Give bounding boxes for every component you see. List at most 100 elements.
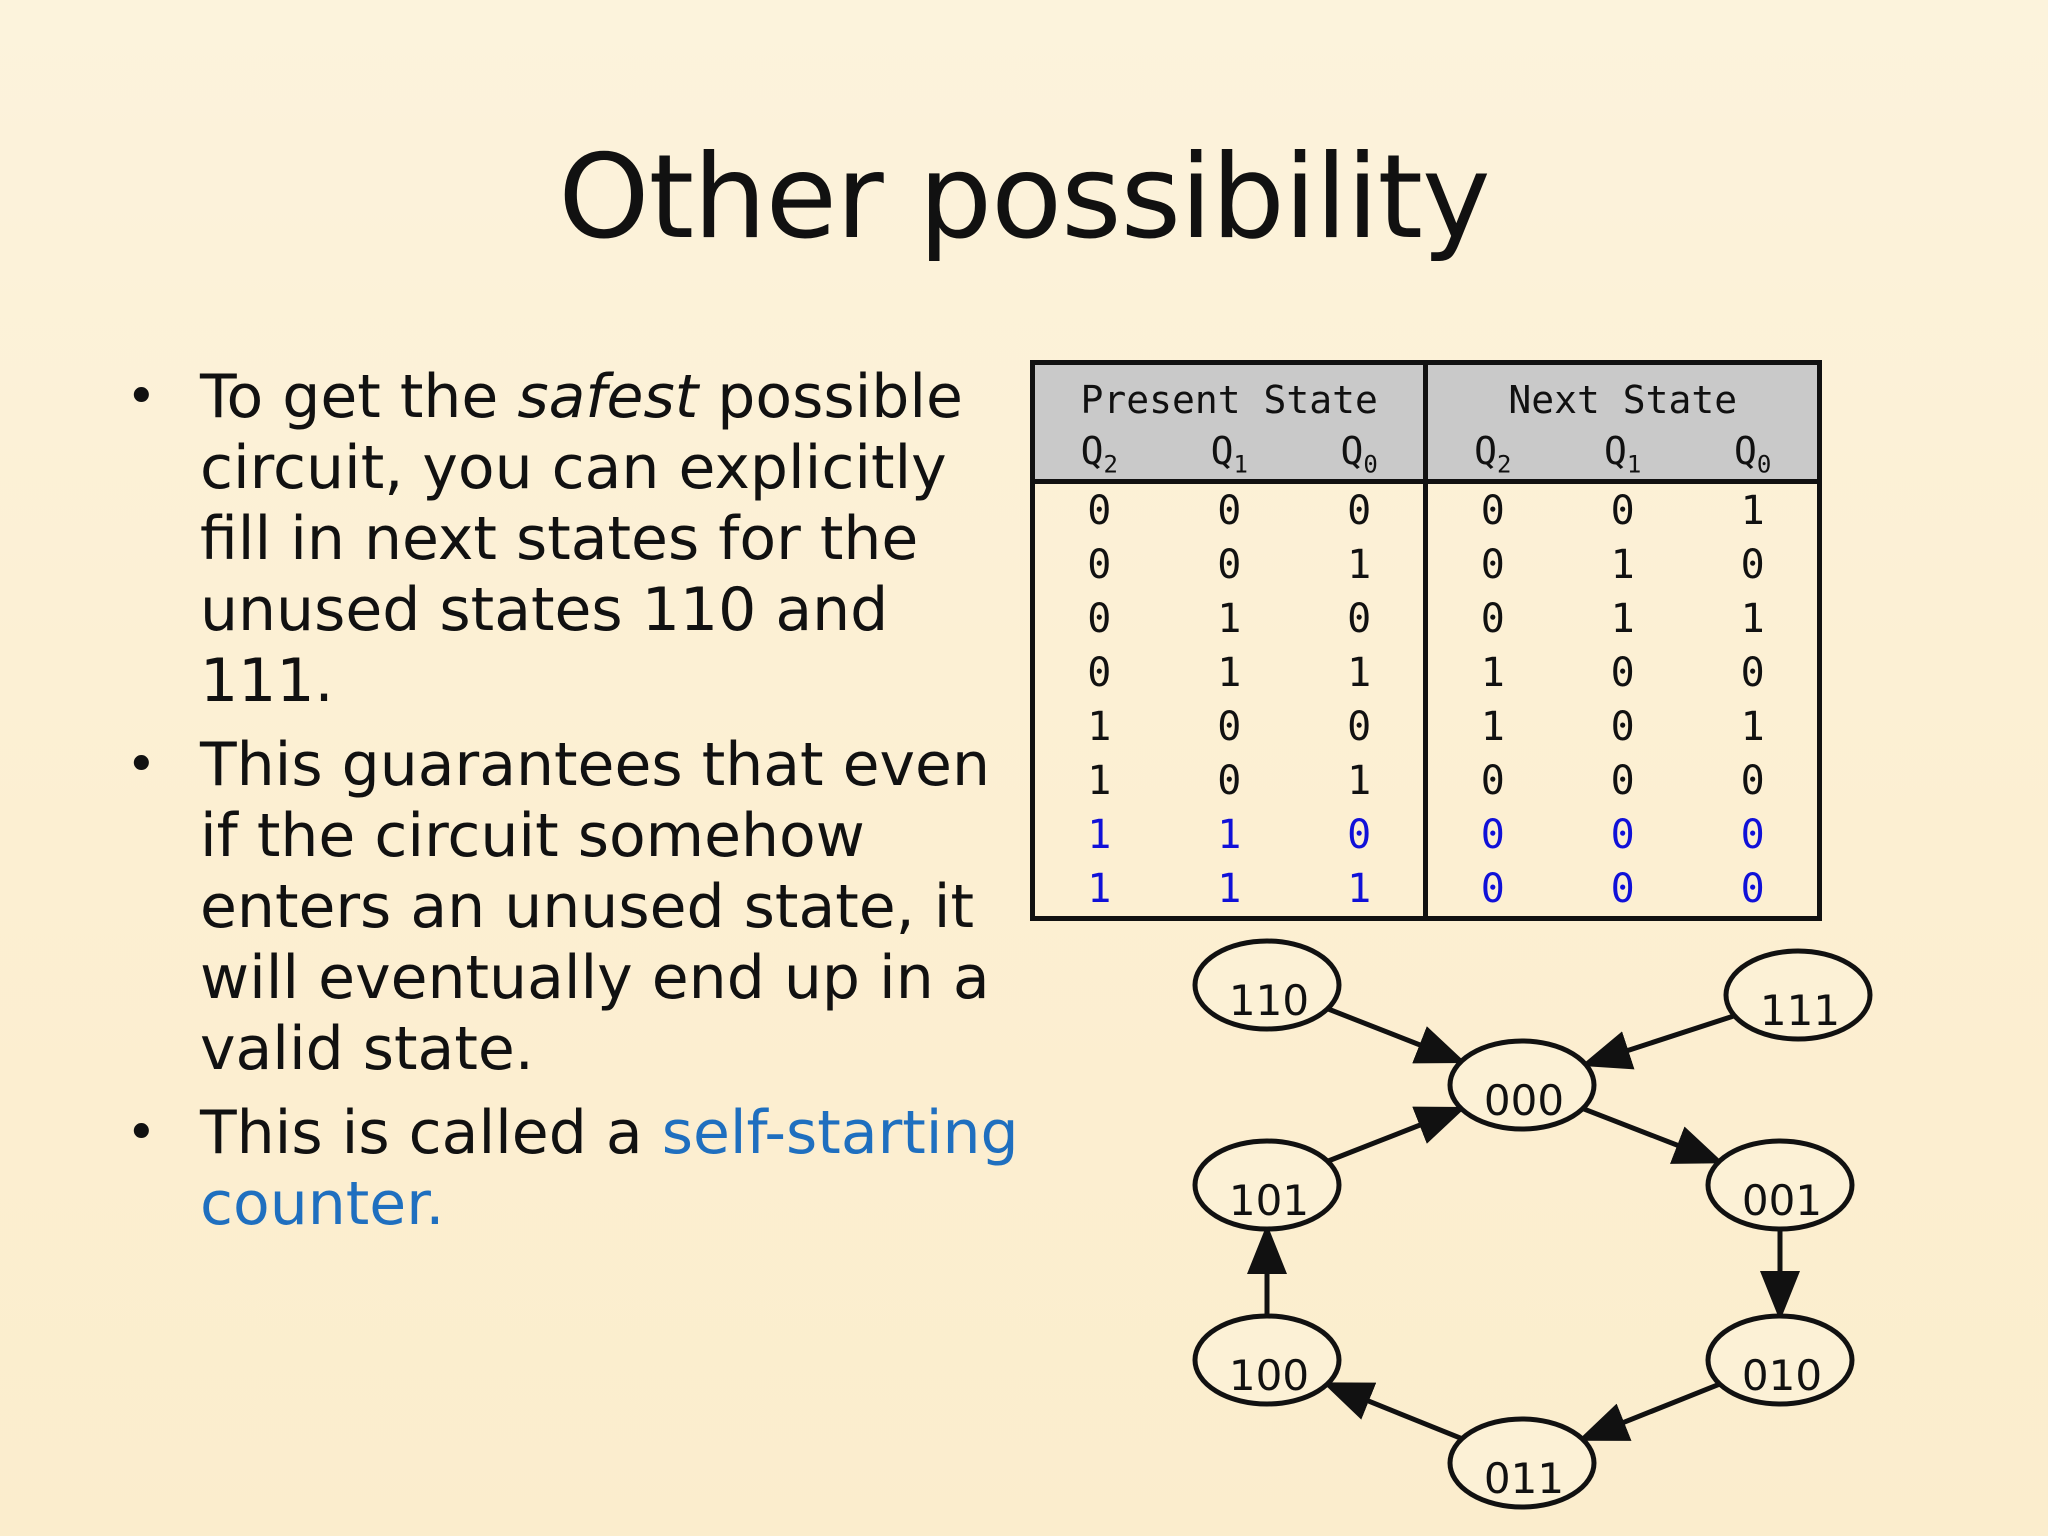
table-cell: 1 <box>1480 703 1505 750</box>
state-ellipse <box>1705 1138 1855 1232</box>
table-cell: 1 <box>1087 811 1112 858</box>
column-header-present-q0: Q0 <box>1294 429 1429 484</box>
bullet-text: possible circuit, you can explicitly fil… <box>200 362 963 716</box>
table-cell: 0 <box>1610 865 1635 912</box>
next-state-header: Next State <box>1508 378 1738 422</box>
bullet-text: To get the <box>200 362 518 432</box>
table-cell: 1 <box>1610 595 1635 642</box>
table-cell: 0 <box>1480 487 1505 534</box>
table-cell: 0 <box>1740 757 1765 804</box>
table-cell: 1 <box>1740 703 1765 750</box>
table-row-unused-state: 1 1 1 0 0 0 <box>1033 861 1820 919</box>
column-header-row: Q2 Q1 Q0 Q2 Q1 Q0 <box>1032 429 1820 484</box>
table-cell: 0 <box>1087 541 1112 588</box>
table-cell: 0 <box>1480 811 1505 858</box>
table-cell: 0 <box>1087 487 1112 534</box>
transition-arrow-111-to-000 <box>1580 1013 1736 1070</box>
table-cell: 0 <box>1217 487 1242 534</box>
table-cell: 1 <box>1217 595 1242 642</box>
table-row: 1 0 1 0 0 0 <box>1033 753 1820 808</box>
state-node-010: 010 <box>1705 1313 1855 1407</box>
table-cell: 0 <box>1610 649 1635 696</box>
column-header-next-q1: Q1 <box>1557 429 1689 484</box>
state-label: 011 <box>1484 1454 1564 1503</box>
state-ellipse <box>1192 1313 1342 1407</box>
state-label: 111 <box>1760 986 1840 1035</box>
table-cell: 0 <box>1087 649 1112 696</box>
state-label: 001 <box>1742 1176 1822 1225</box>
group-header-row: Present State Next State <box>1032 362 1820 429</box>
table-row: 0 0 1 0 1 0 <box>1033 537 1820 592</box>
transition-arrow-011-to-100 <box>1322 1381 1463 1442</box>
table-cell: 0 <box>1480 541 1505 588</box>
bullet-text: This guarantees that even if the circuit… <box>200 730 990 1084</box>
slide-title: Other possibility <box>558 130 1490 265</box>
table-cell: 0 <box>1480 757 1505 804</box>
table-cell: 1 <box>1217 649 1242 696</box>
state-node-111: 111 <box>1723 948 1873 1042</box>
bullet-item: • This guarantees that even if the circu… <box>120 730 1020 1085</box>
table-row-unused-state: 1 1 0 0 0 0 <box>1033 807 1820 862</box>
bullet-item: • This is called a self-starting counter… <box>120 1098 1020 1240</box>
table-cell: 0 <box>1740 541 1765 588</box>
state-label: 110 <box>1229 976 1309 1025</box>
state-node-110: 110 <box>1192 938 1342 1032</box>
state-node-101: 101 <box>1192 1138 1342 1232</box>
table-cell: 0 <box>1087 595 1112 642</box>
state-ellipse <box>1192 1138 1342 1232</box>
table-cell: 0 <box>1610 703 1635 750</box>
table-cell: 0 <box>1217 541 1242 588</box>
state-table: Present State Next State Q2 Q1 Q0 Q2 Q1 … <box>1030 360 1822 921</box>
state-label: 000 <box>1484 1076 1564 1125</box>
state-ellipse <box>1705 1313 1855 1407</box>
table-cell: 1 <box>1087 757 1112 804</box>
table-cell: 0 <box>1610 487 1635 534</box>
bullet-list: • To get the safest possible circuit, yo… <box>120 362 1020 1253</box>
state-ellipse <box>1723 948 1873 1042</box>
self-starting-counter-term: self-starting counter. <box>200 1098 1019 1239</box>
table-cell: 0 <box>1294 807 1429 862</box>
table-cell: 0 <box>1294 699 1429 754</box>
bullet-text: This is called a <box>200 1098 662 1168</box>
table-cell: 1 <box>1480 649 1505 696</box>
table-cell: 0 <box>1480 865 1505 912</box>
bullet-dot-icon: • <box>126 367 157 427</box>
state-node-011: 011 <box>1447 1416 1597 1510</box>
table-cell: 1 <box>1610 541 1635 588</box>
table-cell: 1 <box>1217 865 1242 912</box>
transition-arrow-000-to-001 <box>1581 1106 1724 1164</box>
column-header-next-q2: Q2 <box>1425 429 1558 484</box>
table-cell: 1 <box>1740 487 1765 534</box>
transition-arrow-101-to-000 <box>1326 1106 1467 1164</box>
state-ellipse <box>1447 1038 1597 1132</box>
bullet-emphasis: safest <box>517 362 699 432</box>
table-cell: 1 <box>1294 753 1429 808</box>
transition-arrows <box>1247 1006 1800 1442</box>
column-header-present-q1: Q1 <box>1163 429 1295 484</box>
state-label: 100 <box>1229 1351 1309 1400</box>
table-cell: 1 <box>1294 537 1429 592</box>
table-cell: 0 <box>1217 757 1242 804</box>
table-row: 0 0 0 0 0 1 <box>1033 481 1820 538</box>
table-cell: 1 <box>1087 703 1112 750</box>
table-cell: 1 <box>1294 645 1429 700</box>
state-node-000: 000 <box>1447 1038 1597 1132</box>
table-cell: 1 <box>1217 811 1242 858</box>
table-cell: 0 <box>1740 649 1765 696</box>
present-state-header: Present State <box>1032 362 1429 429</box>
table-cell: 1 <box>1087 865 1112 912</box>
state-label: 101 <box>1229 1176 1309 1225</box>
transition-arrow-010-to-011 <box>1577 1381 1721 1442</box>
state-nodes: 110 111 000 101 001 100 010 011 <box>1192 938 1873 1510</box>
state-label: 010 <box>1742 1351 1822 1400</box>
table-cell: 1 <box>1740 595 1765 642</box>
state-ellipse <box>1447 1416 1597 1510</box>
table-cell: 0 <box>1740 811 1765 858</box>
state-node-001: 001 <box>1705 1138 1855 1232</box>
table-row: 1 0 0 1 0 1 <box>1033 699 1820 754</box>
table-cell: 1 <box>1294 861 1429 919</box>
table-cell: 0 <box>1294 481 1429 538</box>
bullet-dot-icon: • <box>126 1103 157 1163</box>
table-cell: 0 <box>1217 703 1242 750</box>
